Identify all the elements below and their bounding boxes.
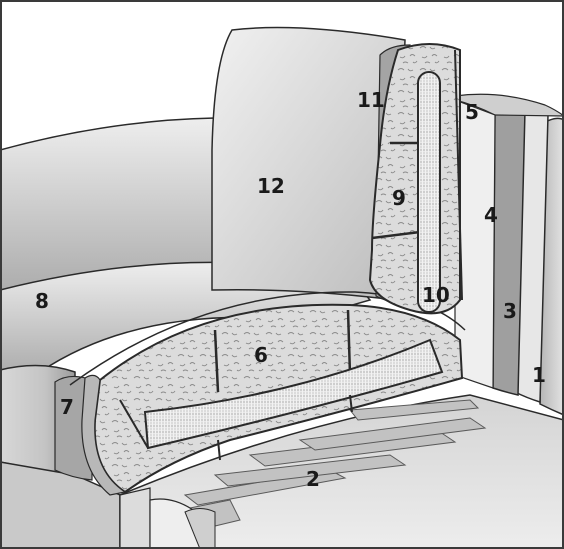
back-spring-core bbox=[417, 71, 441, 313]
callout-3: 3 bbox=[503, 299, 517, 323]
back-cushion bbox=[211, 26, 406, 301]
callout-labels: 1 2 3 4 5 6 7 8 9 10 11 12 bbox=[35, 88, 546, 491]
callout-2: 2 bbox=[306, 467, 320, 491]
callout-9: 9 bbox=[392, 186, 406, 210]
callout-10: 10 bbox=[422, 283, 450, 307]
seat-cushion-lower-divider bbox=[119, 394, 353, 461]
callout-4: 4 bbox=[484, 203, 498, 227]
seat-cover-band bbox=[81, 374, 127, 496]
callout-1: 1 bbox=[532, 363, 546, 387]
webbing-straps bbox=[179, 399, 487, 533]
callout-7: 7 bbox=[60, 395, 74, 419]
right-frame-top bbox=[454, 93, 564, 117]
front-rail bbox=[119, 487, 151, 549]
back-cushion-dividers bbox=[371, 141, 421, 240]
callout-12: 12 bbox=[257, 174, 285, 198]
seat-spring-core bbox=[143, 338, 444, 450]
back-cushion-right-edge bbox=[454, 49, 463, 301]
callout-11: 11 bbox=[357, 88, 385, 112]
callout-8: 8 bbox=[35, 289, 49, 313]
callout-6: 6 bbox=[254, 343, 268, 367]
front-rail-edge bbox=[184, 508, 216, 549]
seat-cushion-top-segment-divider bbox=[213, 309, 352, 393]
callout-5: 5 bbox=[465, 100, 479, 124]
